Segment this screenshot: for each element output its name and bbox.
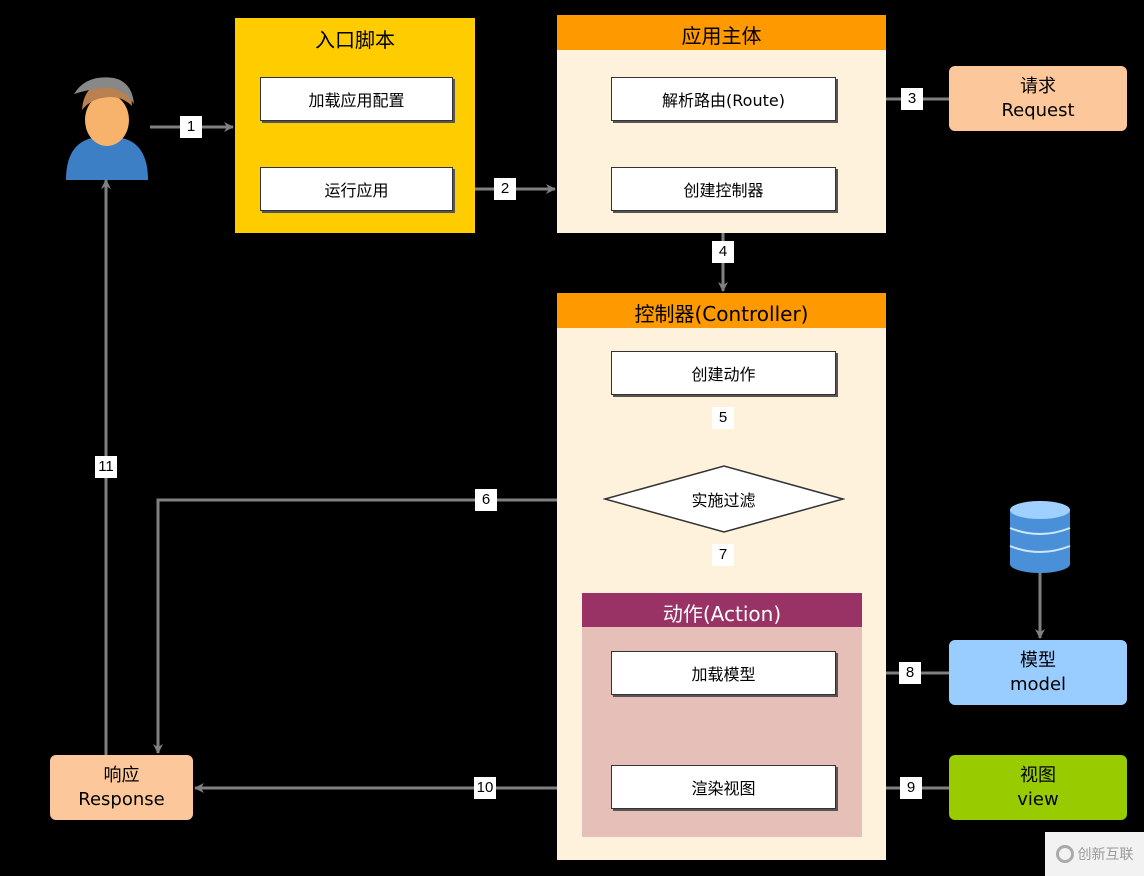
- filter-label: 实施过滤: [691, 491, 756, 510]
- arrow-label-9: 9: [900, 777, 922, 799]
- controller-title: 控制器(Controller): [634, 302, 809, 326]
- step-run-app: 运行应用: [260, 167, 453, 211]
- request-en: Request: [1001, 99, 1075, 121]
- step-parse-route: 解析路由(Route): [611, 77, 836, 121]
- arrow-label-5: 5: [712, 407, 734, 429]
- arrow-label-8: 8: [899, 662, 921, 684]
- step-load-config: 加载应用配置: [260, 77, 453, 121]
- step-create-action: 创建动作: [611, 351, 836, 395]
- watermark-text: 创新互联: [1077, 847, 1134, 863]
- response-cn: 响应: [103, 764, 140, 786]
- arrow-label-2: 2: [494, 178, 516, 200]
- arrow-label-7: 7: [712, 544, 734, 566]
- view-en: view: [1017, 788, 1059, 810]
- step-render-view: 渲染视图: [611, 765, 836, 809]
- arrow-label-10: 10: [474, 777, 496, 799]
- database-icon: [1009, 501, 1071, 573]
- watermark-icon: [1055, 845, 1074, 863]
- arrow-label-11: 11: [95, 456, 117, 478]
- view-cn: 视图: [1020, 764, 1056, 786]
- arrow-6: [153, 498, 605, 754]
- arrow-label-6: 6: [475, 489, 497, 511]
- model-cn: 模型: [1020, 649, 1056, 671]
- app-title: 应用主体: [681, 24, 762, 48]
- view-box: 视图 view: [949, 755, 1127, 820]
- request-box: 请求 Request: [949, 66, 1127, 131]
- request-cn: 请求: [1020, 75, 1056, 97]
- filter-diamond: [603, 465, 845, 533]
- watermark-logo: 创新互联: [1045, 832, 1144, 876]
- action-title: 动作(Action): [662, 602, 782, 626]
- response-box: 响应 Response: [50, 755, 193, 820]
- step-create-controller: 创建控制器: [611, 167, 836, 211]
- user-icon: [66, 77, 148, 180]
- step-load-model: 加载模型: [611, 651, 836, 695]
- model-box: 模型 model: [949, 640, 1127, 705]
- arrow-label-4: 4: [712, 241, 734, 263]
- entry-title: 入口脚本: [315, 28, 395, 52]
- arrow-label-3: 3: [901, 88, 923, 110]
- model-en: model: [1009, 673, 1067, 695]
- response-en: Response: [78, 788, 165, 810]
- arrow-label-1: 1: [180, 116, 202, 138]
